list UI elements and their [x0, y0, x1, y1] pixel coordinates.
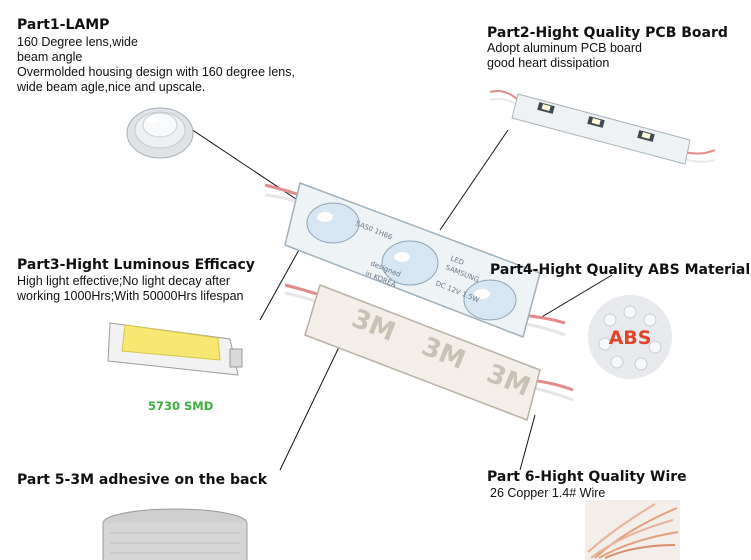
part1-line: 160 Degree lens,wide: [17, 35, 138, 49]
leader-line-part3: [259, 247, 301, 321]
lens-image: [126, 107, 194, 159]
adhesive-tape-roll-image: [102, 508, 248, 560]
part2-description: Adopt aluminum PCB board good heart diss…: [487, 41, 642, 71]
led-module-image: 3M 3M 3M SAS0 1H66 LED SAMSUNG DC 12V 1.…: [264, 182, 574, 422]
smd-chip-image: [107, 322, 243, 376]
leader-line-part4: [539, 274, 613, 319]
part3-description: High light effective;No light decay afte…: [17, 274, 244, 304]
part1-line: Overmolded housing design with 160 degre…: [17, 65, 295, 79]
leader-line-part5: [279, 344, 341, 471]
pcb-board-image: [490, 90, 715, 165]
part1-line: beam angle: [17, 50, 83, 64]
part2-line: Adopt aluminum PCB board: [487, 41, 642, 55]
part6-title: Part 6-Hight Quality Wire: [487, 469, 687, 485]
smd-label: 5730 SMD: [148, 399, 214, 413]
part3-line: High light effective;No light decay afte…: [17, 274, 231, 288]
part6-description: 26 Copper 1.4# Wire: [490, 486, 605, 501]
part2-line: good heart dissipation: [487, 56, 610, 70]
part2-title: Part2-Hight Quality PCB Board: [487, 25, 728, 41]
part5-title: Part 5-3M adhesive on the back: [17, 472, 268, 488]
part3-title: Part3-Hight Luminous Efficacy: [17, 257, 255, 273]
copper-wire-image: [585, 500, 680, 560]
part1-title: Part1-LAMP: [17, 17, 110, 33]
leader-line-part6: [519, 414, 536, 471]
abs-pellets-image: ABS: [588, 295, 672, 379]
leader-line-part2: [439, 129, 509, 231]
part6-line: 26 Copper 1.4# Wire: [490, 486, 606, 500]
part1-line: wide beam agle,nice and upscale.: [17, 80, 206, 94]
part3-line: working 1000Hrs;With 50000Hrs lifespan: [17, 289, 244, 303]
part1-description: 160 Degree lens,wide beam angle Overmold…: [17, 35, 295, 95]
part4-title: Part4-Hight Quality ABS Material: [490, 262, 751, 278]
abs-label: ABS: [609, 327, 652, 349]
